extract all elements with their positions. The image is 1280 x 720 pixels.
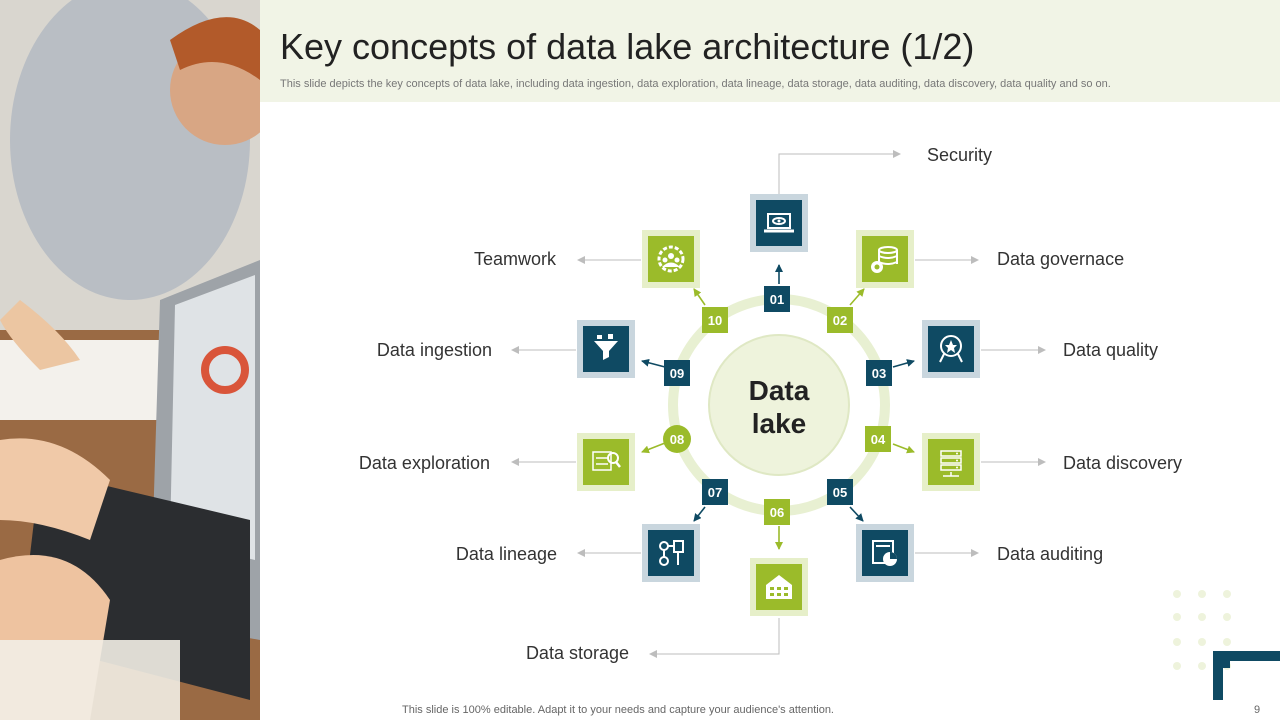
svg-text:05: 05 [833,485,847,500]
slide-title: Key concepts of data lake architecture (… [280,26,975,67]
node-arrow-04 [892,443,915,454]
corner-accent [1213,651,1280,700]
dot-pattern [1173,590,1231,670]
funnel-icon [594,334,618,360]
svg-text:08: 08 [670,432,684,447]
svg-text:04: 04 [871,432,886,447]
office-photo-illustration [0,0,260,720]
concept-node-09 [577,320,635,378]
concept-node-10 [642,230,700,288]
server-rack-icon [940,450,962,477]
svg-text:03: 03 [872,366,886,381]
database-gear-icon [871,246,898,273]
concept-label-08: Data exploration [359,453,490,473]
svg-text:02: 02 [833,313,847,328]
svg-text:01: 01 [770,292,784,307]
number-badge-07: 07 [702,479,728,505]
hub-label-line1: Data [749,375,810,406]
node-arrow-10 [693,288,706,306]
hub-circle [708,334,850,476]
number-badge-10: 10 [702,307,728,333]
number-badge-01: 01 [764,286,790,312]
laptop-eye-icon [764,213,794,233]
number-badge-06: 06 [764,499,790,525]
svg-text:09: 09 [670,366,684,381]
concept-node-08 [577,433,635,491]
node-arrow-03 [892,359,915,368]
concept-node-01 [750,194,808,252]
number-badge-03: 03 [866,360,892,386]
concept-node-02 [856,230,914,288]
corner-accent-square [1222,660,1230,668]
concept-label-10: Teamwork [474,249,557,269]
concept-label-07: Data lineage [456,544,557,564]
node-arrow-02 [849,288,865,306]
concept-node-04 [922,433,980,491]
node-arrow-07 [693,506,706,522]
award-badge-icon [939,335,963,363]
concept-label-05: Data auditing [997,544,1103,564]
label-connector-01 [778,150,901,195]
number-badge-09: 09 [664,360,690,386]
concept-node-07 [642,524,700,582]
page-number: 9 [1254,704,1261,716]
hub-label-line2: lake [752,408,807,439]
svg-text:06: 06 [770,505,784,520]
svg-text:10: 10 [708,313,722,328]
search-data-icon [592,451,621,471]
concept-label-09: Data ingestion [377,340,492,360]
node-arrow-08 [641,442,666,454]
header-band [260,0,1280,102]
concept-label-06: Data storage [526,643,629,663]
number-badge-08: 08 [663,425,691,453]
node-arrow-09 [641,358,666,368]
concept-label-03: Data quality [1063,340,1158,360]
concept-node-03 [922,320,980,378]
label-connector-06 [649,618,780,658]
warehouse-icon [766,575,792,599]
node-arrow-05 [849,506,864,522]
concept-label-02: Data governace [997,249,1124,269]
number-badge-05: 05 [827,479,853,505]
number-badge-04: 04 [865,426,891,452]
footer-note: This slide is 100% editable. Adapt it to… [402,704,834,716]
team-gear-icon [657,245,685,273]
svg-text:07: 07 [708,485,722,500]
concept-label-01: Security [927,145,992,165]
number-badge-02: 02 [827,307,853,333]
concept-label-04: Data discovery [1063,453,1182,473]
slide-subtitle: This slide depicts the key concepts of d… [280,78,1111,90]
concept-node-06 [750,558,808,616]
concept-node-05 [856,524,914,582]
report-chart-icon [872,540,897,566]
office-photo [0,0,260,720]
flow-diagram-icon [659,540,684,566]
